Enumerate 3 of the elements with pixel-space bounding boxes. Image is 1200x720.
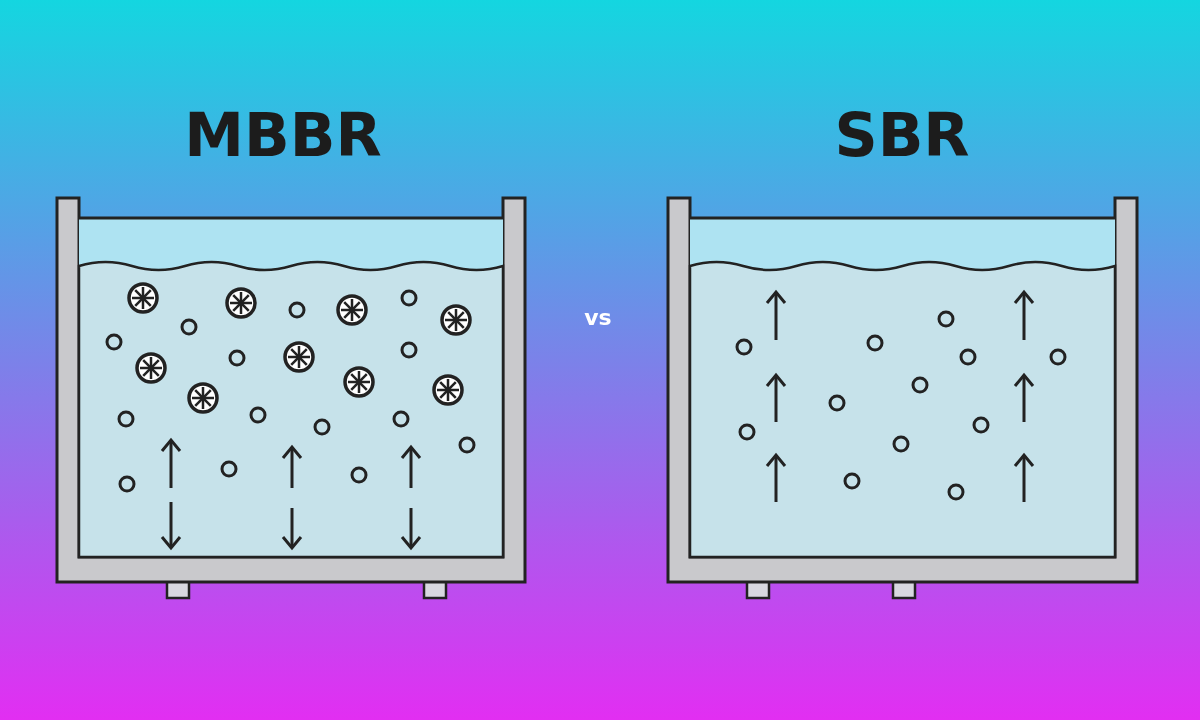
vs-label: vs [584, 307, 612, 329]
title: SBR [834, 105, 970, 165]
title: MBBR [184, 105, 382, 165]
